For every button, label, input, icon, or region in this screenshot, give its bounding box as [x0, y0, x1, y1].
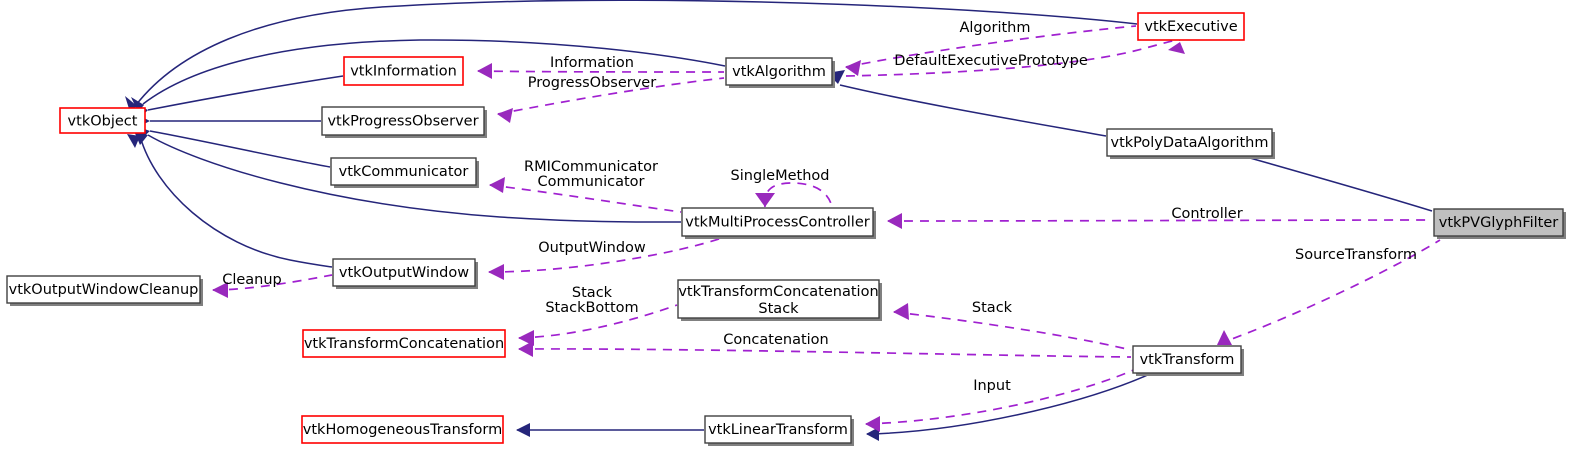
node-vtkobject[interactable]: vtkObject — [59, 107, 146, 134]
edge-usage-progressobserver — [497, 77, 725, 115]
node-vtkoutputwindow[interactable]: vtkOutputWindow — [332, 258, 478, 289]
edge-vtkobject-vtkinformation — [147, 75, 344, 111]
edge-vtkobject-vtkmultiprocesscontroller — [147, 134, 682, 223]
edge-vtklineartransform-vtktransform — [866, 373, 1151, 435]
node-vtkhomogeneoustransform[interactable]: vtkHomogeneousTransform — [301, 415, 504, 444]
edge-vtkobject-vtkalgorithm — [142, 39, 726, 105]
node-vtkoutputwindow-box[interactable] — [332, 258, 476, 287]
arrowhead-usage-progressobserver — [497, 108, 513, 123]
node-vtktransformconcatenation[interactable]: vtkTransformConcatenation — [302, 329, 506, 358]
edge-usage-defaultexecutiveprototype — [845, 39, 1181, 77]
node-vtklineartransform-box[interactable] — [704, 415, 852, 444]
edge-label-stack-bottom: StackBottom — [545, 300, 638, 316]
arrowhead-vtklineartransform-vtktransform — [866, 427, 879, 441]
edge-usage-concatenation — [518, 348, 1132, 358]
node-vtkexecutive-box[interactable] — [1137, 12, 1245, 41]
arrowhead-vtkhomogeneoustransform-vtklineartransform — [516, 423, 530, 437]
node-vtkpvglyphfilter-box[interactable] — [1433, 208, 1564, 237]
node-vtkinformation-box[interactable] — [343, 56, 464, 86]
edge-label-stack-right: Stack — [972, 300, 1013, 316]
arrowhead-usage-outputwindow — [488, 264, 504, 280]
arrowhead-usage-stack — [893, 303, 909, 320]
edge-label-default-executive-prototype: DefaultExecutivePrototype — [894, 53, 1088, 69]
edge-label-source-transform: SourceTransform — [1295, 247, 1417, 263]
node-vtkinformation[interactable]: vtkInformation — [343, 56, 464, 86]
node-vtkpolydataalgorithm-box[interactable] — [1106, 128, 1273, 157]
arrowhead-usage-cleanup — [212, 282, 228, 298]
edge-vtkpolydataalgorithm-vtkpvglyphfilter — [1249, 157, 1433, 212]
node-vtkalgorithm-box[interactable] — [725, 57, 833, 86]
arrowhead-usage-input — [865, 416, 880, 432]
node-vtkoutputwindowcleanup[interactable]: vtkOutputWindowCleanup — [6, 275, 203, 306]
node-vtklineartransform[interactable]: vtkLinearTransform — [704, 415, 854, 446]
edge-label-cleanup: Cleanup — [222, 272, 282, 288]
usage-edges — [212, 25, 1441, 432]
edge-label-input: Input — [973, 378, 1011, 394]
node-vtktransformconcatenationstack-box[interactable] — [677, 279, 880, 319]
arrowhead-usage-defaultexecutiveprototype — [1168, 42, 1185, 54]
edge-usage-outputwindow — [488, 237, 723, 273]
edge-usage-information — [477, 70, 725, 73]
node-vtkmultiprocesscontroller-box[interactable] — [681, 207, 874, 237]
edge-label-algorithm: Algorithm — [959, 20, 1030, 36]
edge-usage-cleanup — [212, 274, 333, 291]
edge-usage-algorithm — [845, 25, 1137, 68]
node-vtkpolydataalgorithm[interactable]: vtkPolyDataAlgorithm — [1106, 128, 1275, 159]
edge-label-output-window: OutputWindow — [538, 240, 646, 256]
node-vtktransformconcatenation-box[interactable] — [302, 329, 506, 358]
arrowhead-usage-stack-stackbottom — [518, 330, 534, 346]
edge-label-information: Information — [550, 55, 634, 71]
edge-vtkobject-vtkcommunicator — [149, 130, 331, 168]
edge-usage-input — [865, 367, 1139, 425]
edge-usage-stack — [893, 311, 1132, 351]
arrowhead-vtkobject-vtkoutputwindow — [127, 134, 140, 148]
edge-label-communicator: Communicator — [537, 174, 644, 190]
arrowhead-usage-concatenation — [518, 341, 533, 357]
nodes: vtkObject vtkInformation vtkProgressObse… — [6, 12, 1566, 446]
edge-vtkalgorithm-vtkpolydataalgorithm — [839, 84, 1107, 137]
node-vtkmultiprocesscontroller[interactable]: vtkMultiProcessController — [681, 207, 876, 239]
node-vtkcommunicator-box[interactable] — [330, 157, 477, 186]
arrowhead-usage-information — [477, 63, 492, 79]
edge-usage-sourcetransform — [1217, 239, 1441, 345]
node-vtkcommunicator[interactable]: vtkCommunicator — [330, 157, 479, 188]
edge-usage-communicator — [489, 184, 682, 213]
node-vtktransform-box[interactable] — [1132, 345, 1242, 374]
arrowhead-usage-algorithm — [845, 60, 861, 76]
node-vtkpvglyphfilter[interactable]: vtkPVGlyphFilter — [1433, 208, 1566, 239]
arrowhead-usage-singlemethod — [755, 193, 775, 207]
edge-label-stack-left: Stack — [572, 285, 613, 301]
edge-label-progress-observer: ProgressObserver — [528, 75, 656, 91]
arrowhead-usage-communicator — [489, 177, 505, 193]
node-vtkexecutive[interactable]: vtkExecutive — [1137, 12, 1245, 41]
node-vtkoutputwindowcleanup-box[interactable] — [6, 275, 201, 304]
arrowhead-usage-sourcetransform — [1217, 330, 1232, 345]
edge-vtkobject-vtkexecutive — [135, 0, 1138, 106]
edge-label-single-method: SingleMethod — [731, 168, 830, 184]
edge-usage-controller — [887, 219, 1433, 222]
node-vtkhomogeneoustransform-box[interactable] — [301, 415, 504, 444]
arrowhead-usage-controller — [887, 213, 902, 229]
edge-label-rmi-communicator: RMICommunicator — [524, 159, 658, 175]
node-vtkprogressobserver[interactable]: vtkProgressObserver — [321, 106, 487, 138]
edge-vtkobject-vtkoutputwindow — [139, 135, 333, 268]
node-vtktransformconcatenationstack[interactable]: vtkTransformConcatenation Stack — [677, 279, 882, 321]
node-vtkobject-box[interactable] — [59, 107, 146, 134]
edge-usage-singlemethod — [764, 182, 833, 208]
node-vtkalgorithm[interactable]: vtkAlgorithm — [725, 57, 835, 88]
node-vtkprogressobserver-box[interactable] — [321, 106, 485, 136]
edge-label-concatenation: Concatenation — [723, 332, 829, 348]
edge-usage-stack-stackbottom — [518, 304, 678, 339]
node-vtktransform[interactable]: vtkTransform — [1132, 345, 1244, 376]
